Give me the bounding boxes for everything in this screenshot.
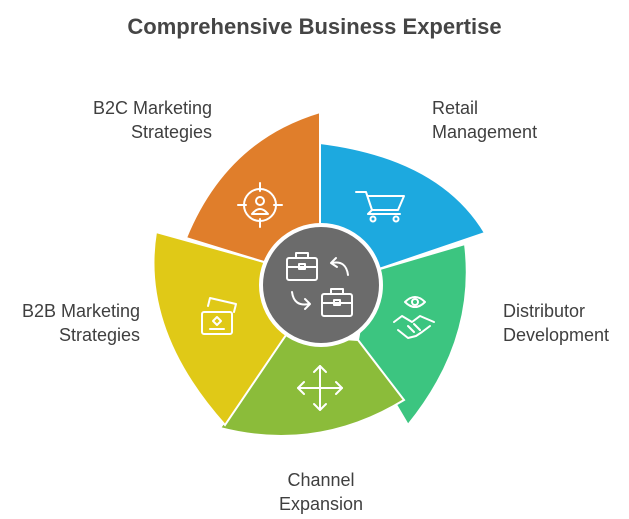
cards-icon — [201, 297, 237, 335]
target-person-icon — [237, 182, 283, 228]
segment-b2c — [184, 110, 321, 264]
segment-channel — [218, 333, 406, 437]
label-b2c: B2C Marketing Strategies — [92, 98, 212, 142]
label-b2b: B2B Marketing Strategies — [21, 301, 140, 345]
label-channel: Channel Expansion — [278, 470, 364, 514]
shopping-cart-icon — [355, 191, 405, 223]
hub-circle — [259, 223, 383, 347]
handshake-eye-icon — [393, 296, 435, 339]
four-way-arrows-icon — [297, 365, 343, 411]
label-distributor: Distributor Development — [503, 301, 610, 345]
briefcase-exchange-icon — [286, 252, 353, 317]
label-retail: Retail Management — [432, 98, 538, 142]
diagram-title: Comprehensive Business Expertise — [127, 14, 502, 39]
